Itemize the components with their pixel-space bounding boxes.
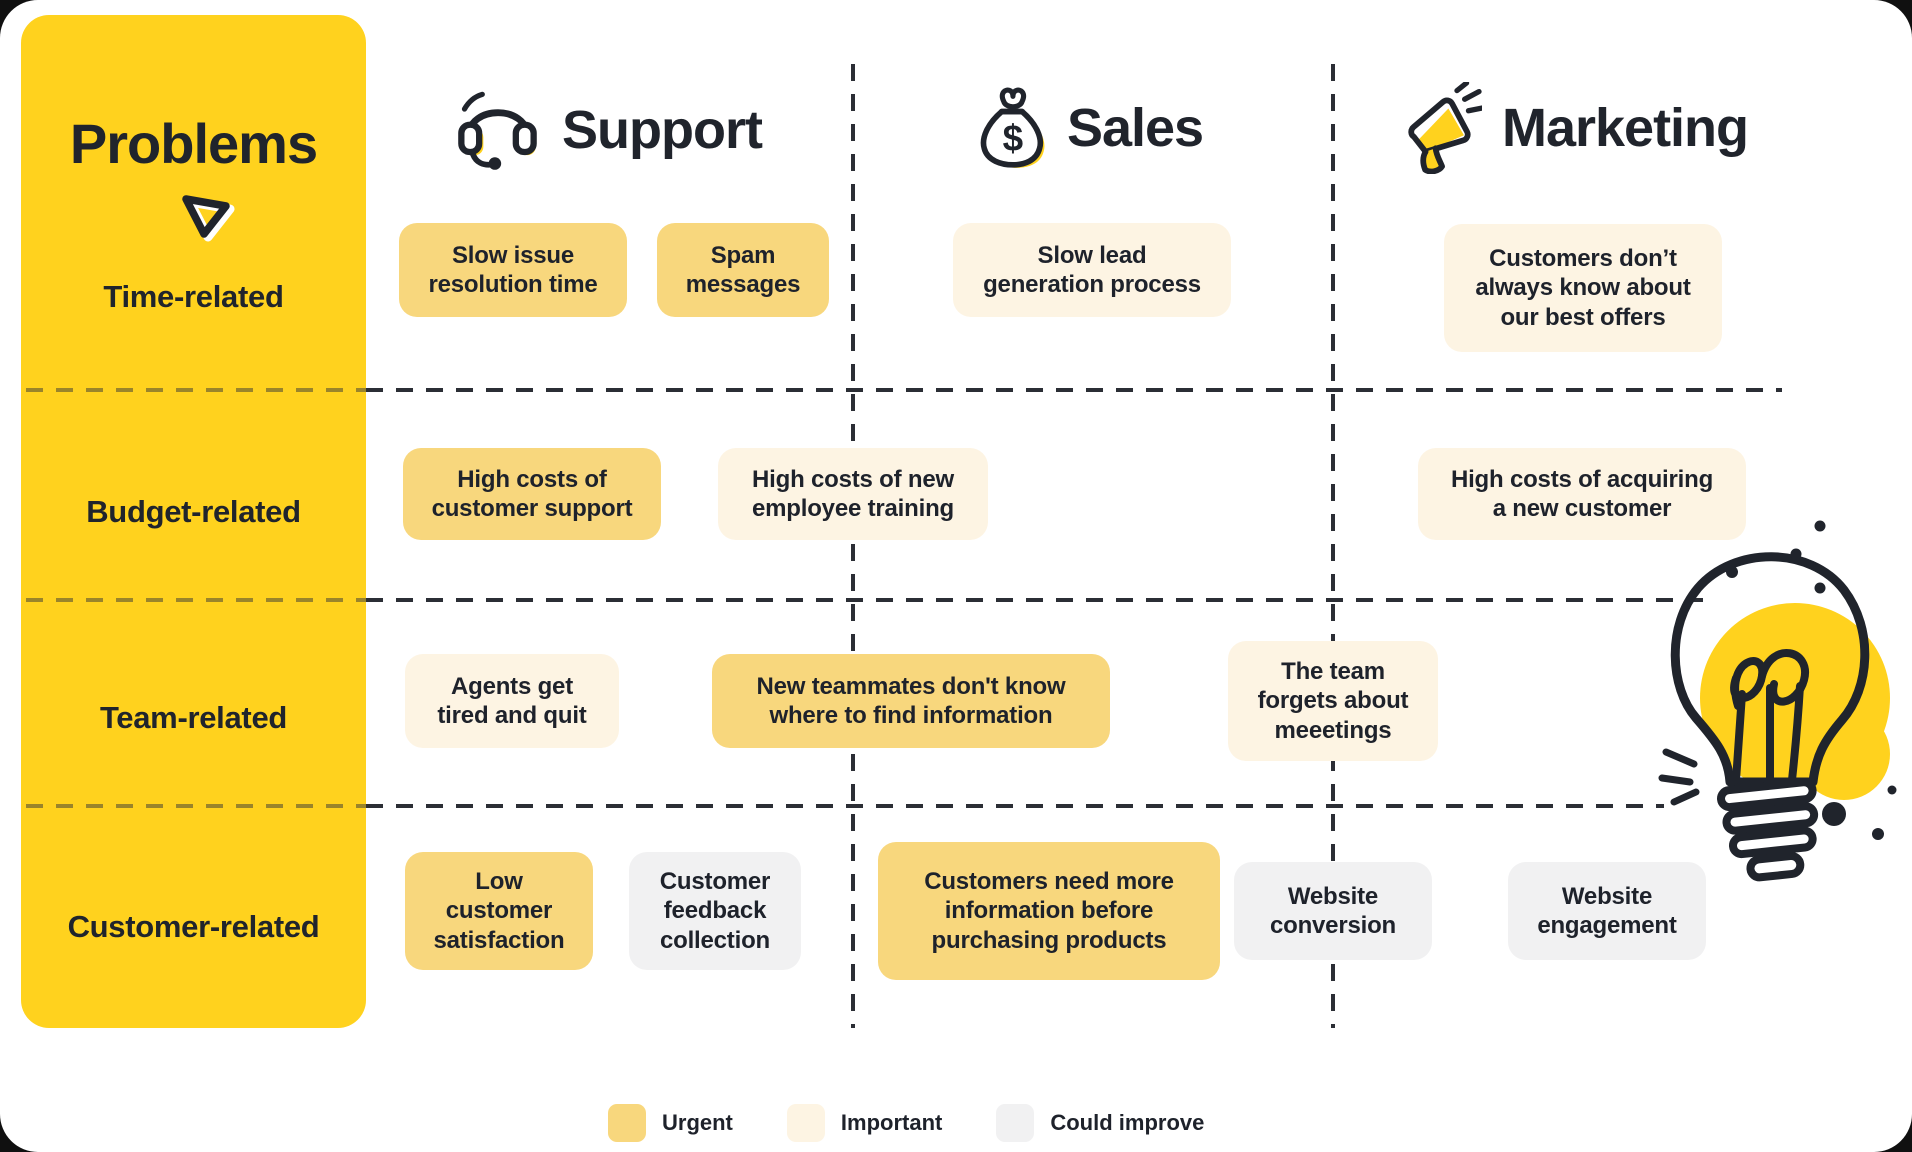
column-divider-sales-marketing — [1331, 64, 1335, 1028]
card-customer-feedback-collection: Customer feedback collection — [629, 852, 801, 970]
column-header-label: Marketing — [1501, 98, 1749, 158]
urgent-color-swatch — [608, 1104, 646, 1142]
card-customers-need-information: Customers need more information before p… — [878, 842, 1220, 980]
column-header-marketing: Marketing — [1386, 82, 1749, 174]
row-label-budget-related: Budget-related — [86, 494, 301, 529]
card-website-engagement: Website engagement — [1508, 862, 1706, 960]
card-text: Spam messages — [685, 241, 801, 298]
card-low-customer-satisfaction: Low customer satisfaction — [405, 852, 593, 970]
page-title: Problems — [69, 112, 318, 175]
card-new-teammates-information: New teammates don't know where to find i… — [712, 654, 1110, 748]
card-text: Website conversion — [1269, 882, 1397, 939]
dollar-glyph: $ — [1003, 118, 1024, 159]
row-divider-1-overlay — [26, 388, 366, 392]
card-text: Customer feedback collection — [659, 868, 771, 954]
card-text: Customers need more information before p… — [924, 868, 1174, 954]
column-header-label: Sales — [1066, 98, 1204, 158]
headset-icon — [454, 90, 542, 170]
card-agents-tired-quit: Agents get tired and quit — [405, 654, 619, 748]
column-header-sales: $ Sales — [979, 85, 1204, 171]
card-text: Website engagement — [1537, 882, 1677, 939]
arrow-down-icon — [171, 187, 235, 243]
card-text: High costs of new employee training — [752, 465, 954, 522]
legend: Urgent Important Could improve — [608, 1104, 1204, 1142]
row-label-time-related: Time-related — [103, 279, 284, 314]
important-color-swatch — [786, 1104, 825, 1142]
card-text: The team forgets about meeetings — [1257, 658, 1409, 744]
card-text: Customers don’t always know about our be… — [1475, 245, 1691, 331]
legend-label: Important — [840, 1110, 943, 1135]
row-divider-3-overlay — [26, 804, 366, 808]
legend-item-could-improve: Could improve — [996, 1104, 1204, 1142]
column-header-support: Support — [454, 90, 763, 170]
card-text: Slow issue resolution time — [428, 241, 598, 298]
card-high-costs-employee-training: High costs of new employee training — [718, 448, 988, 540]
card-slow-lead-generation: Slow lead generation process — [953, 223, 1231, 317]
card-text: Agents get tired and quit — [437, 672, 587, 729]
row-label-team-related: Team-related — [99, 700, 288, 735]
column-header-label: Support — [562, 100, 763, 160]
card-text: New teammates don't know where to find i… — [756, 672, 1066, 729]
card-text: Low customer satisfaction — [433, 868, 565, 954]
card-high-costs-customer-support: High costs of customer support — [403, 448, 661, 540]
card-text: High costs of customer support — [431, 465, 633, 522]
row-divider-2-overlay — [26, 598, 366, 602]
problems-sidebar: Problems Time-related Budget-related Tea… — [21, 15, 366, 1028]
card-customers-dont-know-offers: Customers don’t always know about our be… — [1444, 224, 1722, 352]
column-divider-support-sales — [851, 64, 855, 1028]
card-website-conversion: Website conversion — [1234, 862, 1432, 960]
legend-label: Urgent — [662, 1110, 733, 1135]
row-divider-2 — [366, 598, 1712, 602]
card-slow-issue-resolution: Slow issue resolution time — [399, 223, 627, 317]
card-text: High costs of acquiring a new customer — [1450, 465, 1714, 522]
could-improve-color-swatch — [996, 1104, 1035, 1142]
legend-item-urgent: Urgent — [608, 1104, 733, 1142]
row-label-customer-related: Customer-related — [67, 909, 320, 944]
row-divider-3 — [366, 804, 1664, 808]
legend-label: Could improve — [1050, 1110, 1205, 1135]
money-bag-icon: $ — [979, 85, 1047, 171]
legend-item-important: Important — [786, 1104, 943, 1142]
row-divider-1 — [366, 388, 1782, 392]
card-text: Slow lead generation process — [983, 241, 1201, 298]
card-high-costs-acquiring-customer: High costs of acquiring a new customer — [1418, 448, 1746, 540]
card-spam-messages: Spam messages — [657, 223, 829, 317]
card-team-forgets-meetings: The team forgets about meeetings — [1228, 641, 1438, 761]
lightbulb-illustration — [1620, 480, 1912, 890]
megaphone-icon — [1386, 82, 1482, 174]
